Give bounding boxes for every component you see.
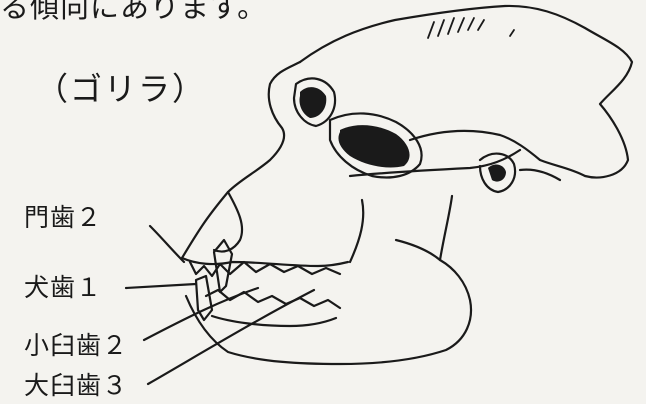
canine-leader [126,284,196,288]
ear-shadow [488,165,506,182]
orbit-shadow [299,87,326,118]
snout-outline [214,192,242,252]
molar-leader [148,290,314,384]
mandible-outline [186,240,471,364]
incisor-leader [150,226,184,262]
temporal-shadow [338,125,409,167]
upper-jaw [182,258,348,266]
cranium-hatching [428,18,514,38]
